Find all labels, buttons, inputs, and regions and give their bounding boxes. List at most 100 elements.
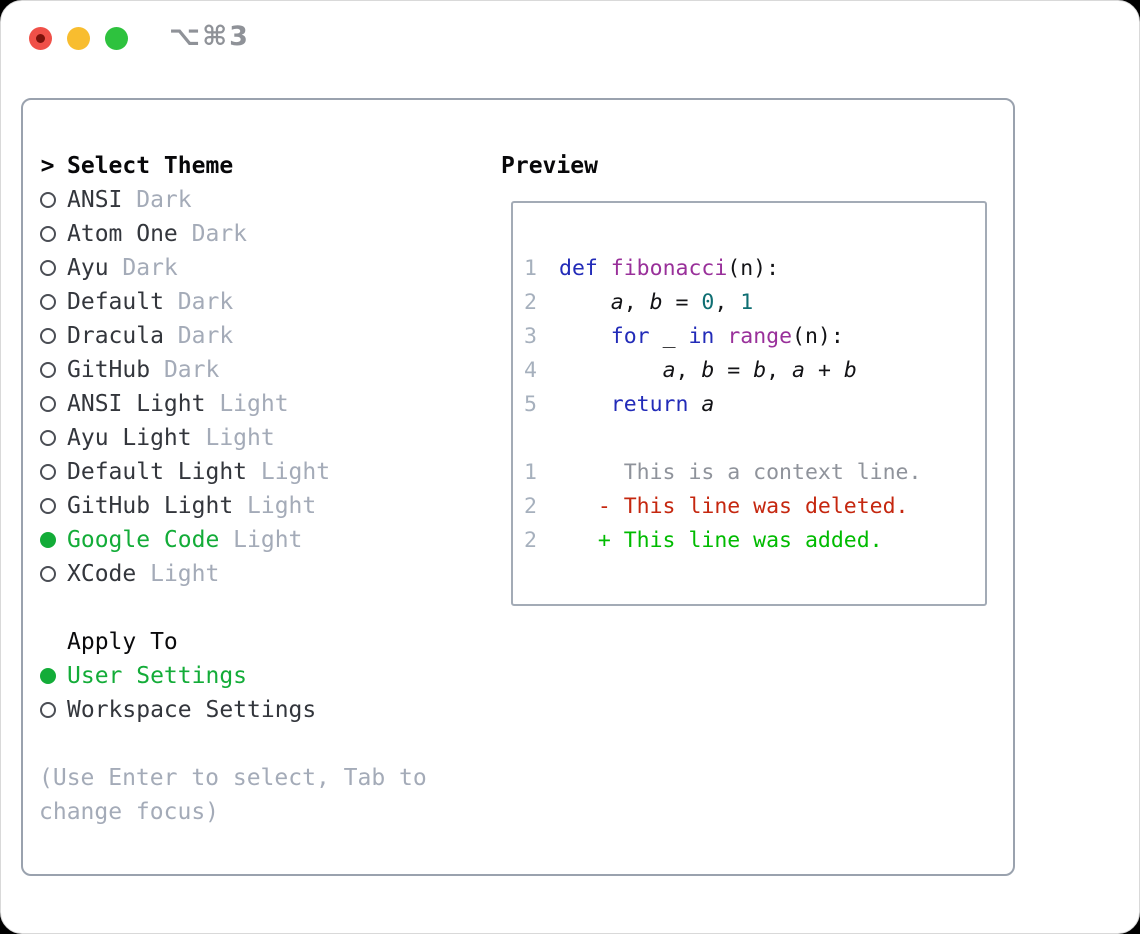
circle-icon bbox=[39, 498, 56, 514]
theme-option-label: ANSI bbox=[67, 187, 123, 213]
theme-option-label: XCode bbox=[67, 561, 137, 587]
theme-option-label: GitHub Light bbox=[67, 493, 234, 519]
diff-sample: 1 This is a context line.2 - This line w… bbox=[523, 456, 985, 558]
line-number: 1 bbox=[524, 460, 537, 485]
radio-selected-icon bbox=[39, 659, 56, 693]
theme-option-label: Ayu Light bbox=[67, 425, 192, 451]
close-button[interactable] bbox=[29, 27, 52, 50]
theme-option-default-light[interactable]: Default Light Light bbox=[39, 455, 489, 489]
diff-text: + This line was added. bbox=[559, 528, 883, 553]
line-number: 1 bbox=[524, 256, 537, 281]
apply-to-title: Apply To bbox=[67, 629, 178, 655]
theme-option-label: Atom One bbox=[67, 221, 178, 247]
code-token: fibonacci bbox=[610, 256, 728, 281]
code-token: _ bbox=[649, 324, 689, 349]
code-token bbox=[714, 324, 727, 349]
theme-option-ayu[interactable]: Ayu Dark bbox=[39, 251, 489, 285]
diff-text: - This line was deleted. bbox=[559, 494, 909, 519]
prompt-icon: > bbox=[40, 153, 55, 179]
theme-option-label: Default Light bbox=[67, 459, 248, 485]
theme-option-label: Default bbox=[67, 289, 164, 315]
filled-circle-icon bbox=[39, 668, 56, 684]
radio-icon bbox=[39, 251, 56, 285]
code-token: , bbox=[766, 358, 793, 383]
theme-option-label: ANSI Light bbox=[67, 391, 206, 417]
theme-variant-label: Light bbox=[260, 459, 331, 485]
code-token bbox=[688, 392, 701, 417]
line-number: 2 bbox=[524, 528, 537, 553]
radio-icon bbox=[39, 387, 56, 421]
apply-option-label: Workspace Settings bbox=[67, 697, 317, 723]
code-token: for bbox=[610, 324, 650, 349]
diff-line-deleted: 2 - This line was deleted. bbox=[523, 490, 985, 524]
theme-option-label: Ayu bbox=[67, 255, 109, 281]
apply-option-user-settings[interactable]: User Settings bbox=[39, 659, 489, 693]
theme-variant-label: Dark bbox=[177, 289, 234, 315]
theme-variant-label: Dark bbox=[163, 357, 220, 383]
minimize-button[interactable] bbox=[67, 27, 90, 50]
code-token: = bbox=[662, 290, 702, 315]
line-number: 5 bbox=[524, 392, 537, 417]
code-token: a bbox=[610, 290, 624, 315]
code-line: 4 a, b = b, a + b bbox=[523, 354, 985, 388]
theme-variant-label: Light bbox=[150, 561, 220, 587]
radio-selected-icon bbox=[39, 523, 56, 557]
preview-title: Preview bbox=[501, 153, 598, 179]
apply-to-header: Apply To bbox=[39, 625, 489, 659]
code-line: 3 for _ in range(n): bbox=[523, 320, 985, 354]
theme-option-label: GitHub bbox=[67, 357, 151, 383]
theme-option-default[interactable]: Default Dark bbox=[39, 285, 489, 319]
radio-icon bbox=[39, 183, 56, 217]
code-token: , bbox=[623, 290, 650, 315]
circle-icon bbox=[39, 192, 56, 208]
zoom-button[interactable] bbox=[105, 27, 128, 50]
code-token: (n): bbox=[792, 324, 844, 349]
radio-icon bbox=[39, 217, 56, 251]
prompt-marker: > bbox=[39, 149, 56, 183]
circle-icon bbox=[39, 260, 56, 276]
code-line: 1 def fibonacci(n): bbox=[523, 252, 985, 286]
code-token: 1 bbox=[740, 290, 754, 315]
code-token: range bbox=[727, 324, 793, 349]
code-token: b bbox=[843, 358, 857, 383]
preview-gap bbox=[523, 422, 985, 456]
theme-variant-label: Dark bbox=[136, 187, 192, 213]
apply-to-marker-placeholder bbox=[39, 625, 56, 659]
radio-icon bbox=[39, 421, 56, 455]
code-token: def bbox=[559, 256, 598, 281]
code-token bbox=[559, 324, 611, 349]
code-token bbox=[598, 256, 611, 281]
theme-option-ansi[interactable]: ANSI Dark bbox=[39, 183, 489, 217]
code-token: = bbox=[714, 358, 754, 383]
circle-icon bbox=[39, 226, 56, 242]
radio-icon bbox=[39, 353, 56, 387]
select-theme-title: Select Theme bbox=[67, 153, 234, 179]
filled-circle-icon bbox=[39, 532, 56, 548]
theme-option-xcode[interactable]: XCode Light bbox=[39, 557, 489, 591]
code-token: (n): bbox=[727, 256, 780, 281]
radio-icon bbox=[39, 455, 56, 489]
theme-option-github[interactable]: GitHub Dark bbox=[39, 353, 489, 387]
hint-text-line-1: (Use Enter to select, Tab to bbox=[39, 765, 427, 791]
circle-icon bbox=[39, 430, 56, 446]
apply-option-workspace-settings[interactable]: Workspace Settings bbox=[39, 693, 489, 727]
radio-icon bbox=[39, 557, 56, 591]
theme-option-label: Google Code bbox=[67, 527, 220, 553]
hint-spacer bbox=[39, 727, 489, 761]
theme-variant-label: Dark bbox=[122, 255, 178, 281]
code-line: 2 a, b = 0, 1 bbox=[523, 286, 985, 320]
circle-icon bbox=[39, 566, 56, 582]
code-token: 0 bbox=[701, 290, 715, 315]
list-spacer bbox=[39, 591, 489, 625]
code-token bbox=[559, 290, 611, 315]
code-token: return bbox=[610, 392, 689, 417]
